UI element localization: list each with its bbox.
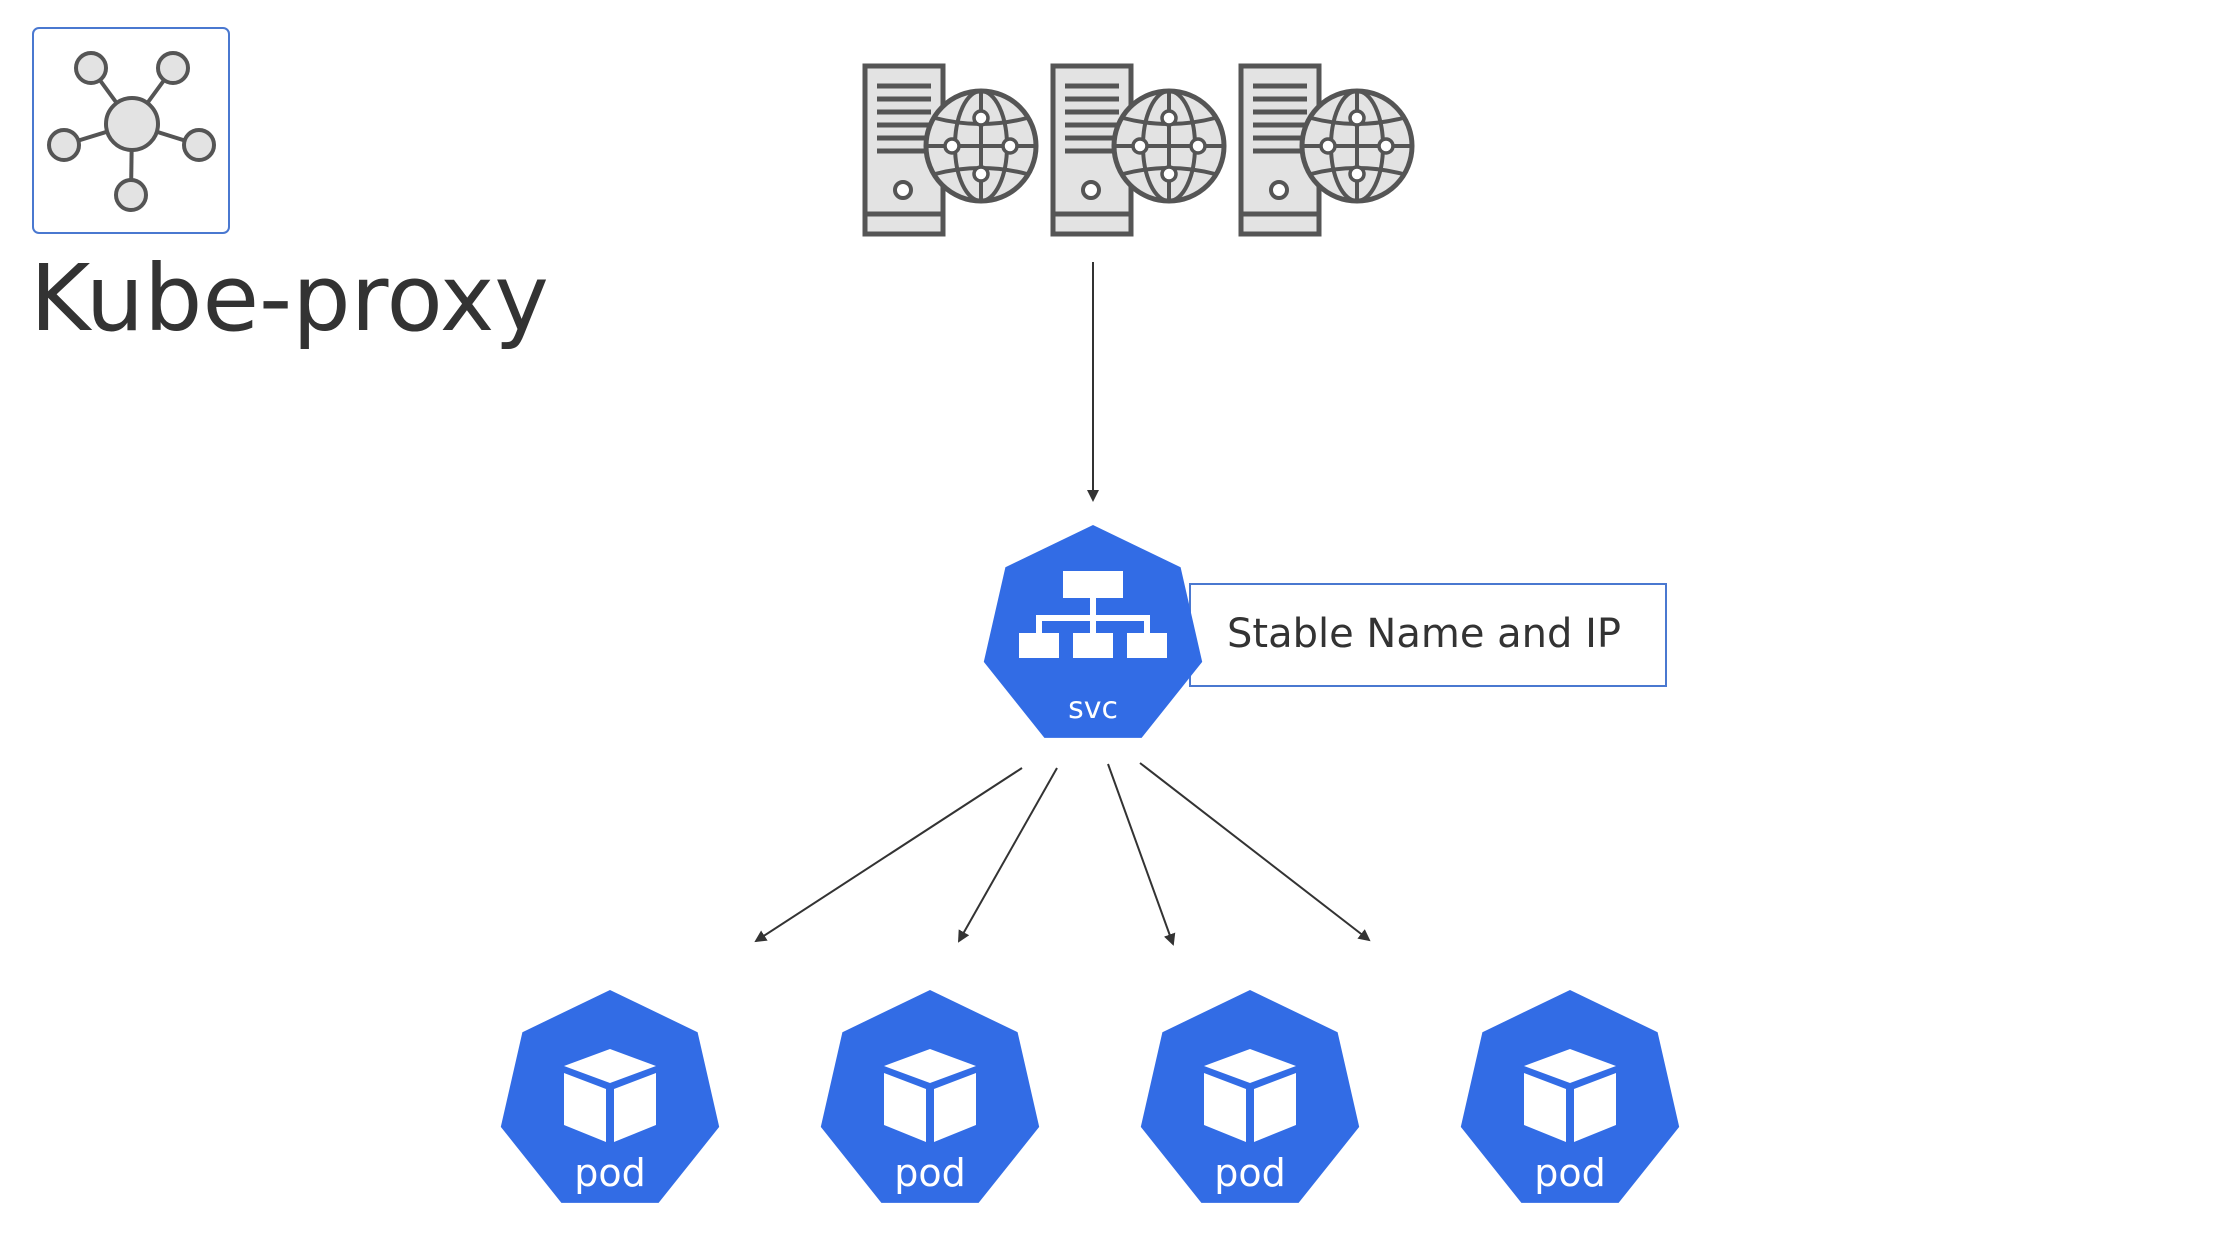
web-server-globe-icon [1053, 66, 1224, 234]
arrow-svc-to-pod-1 [754, 767, 1023, 943]
pod-node-4: pod [1460, 990, 1680, 1203]
pods: pod pod pod pod [500, 990, 1680, 1203]
arrow-svc-to-pod-2 [958, 767, 1058, 943]
pod-node-3: pod [1140, 990, 1360, 1203]
pod-node-1: pod [500, 990, 720, 1203]
cube-icon [564, 1049, 656, 1142]
web-server-globe-icon [865, 66, 1036, 234]
service-callout: Stable Name and IP [1189, 583, 1667, 687]
service-label: svc [1068, 691, 1118, 726]
page-title: Kube-proxy [30, 245, 549, 352]
pod-label: pod [574, 1151, 646, 1195]
service-node: svc [983, 525, 1203, 738]
pod-label: pod [894, 1151, 966, 1195]
network-hub-icon [47, 51, 216, 212]
arrows-svc-to-pods [754, 762, 1371, 946]
arrow-svc-to-pod-3 [1107, 763, 1176, 946]
cube-icon [1524, 1049, 1616, 1142]
cube-icon [884, 1049, 976, 1142]
cube-icon [1204, 1049, 1296, 1142]
header-icon-box [32, 27, 230, 234]
pod-node-2: pod [820, 990, 1040, 1203]
service-hierarchy-icon [1019, 571, 1167, 658]
web-server-globe-icon [1241, 66, 1412, 234]
service-callout-text: Stable Name and IP [1227, 611, 1621, 657]
pod-label: pod [1534, 1151, 1606, 1195]
web-servers [865, 66, 1412, 234]
pod-label: pod [1214, 1151, 1286, 1195]
arrow-svc-to-pod-4 [1139, 762, 1371, 942]
